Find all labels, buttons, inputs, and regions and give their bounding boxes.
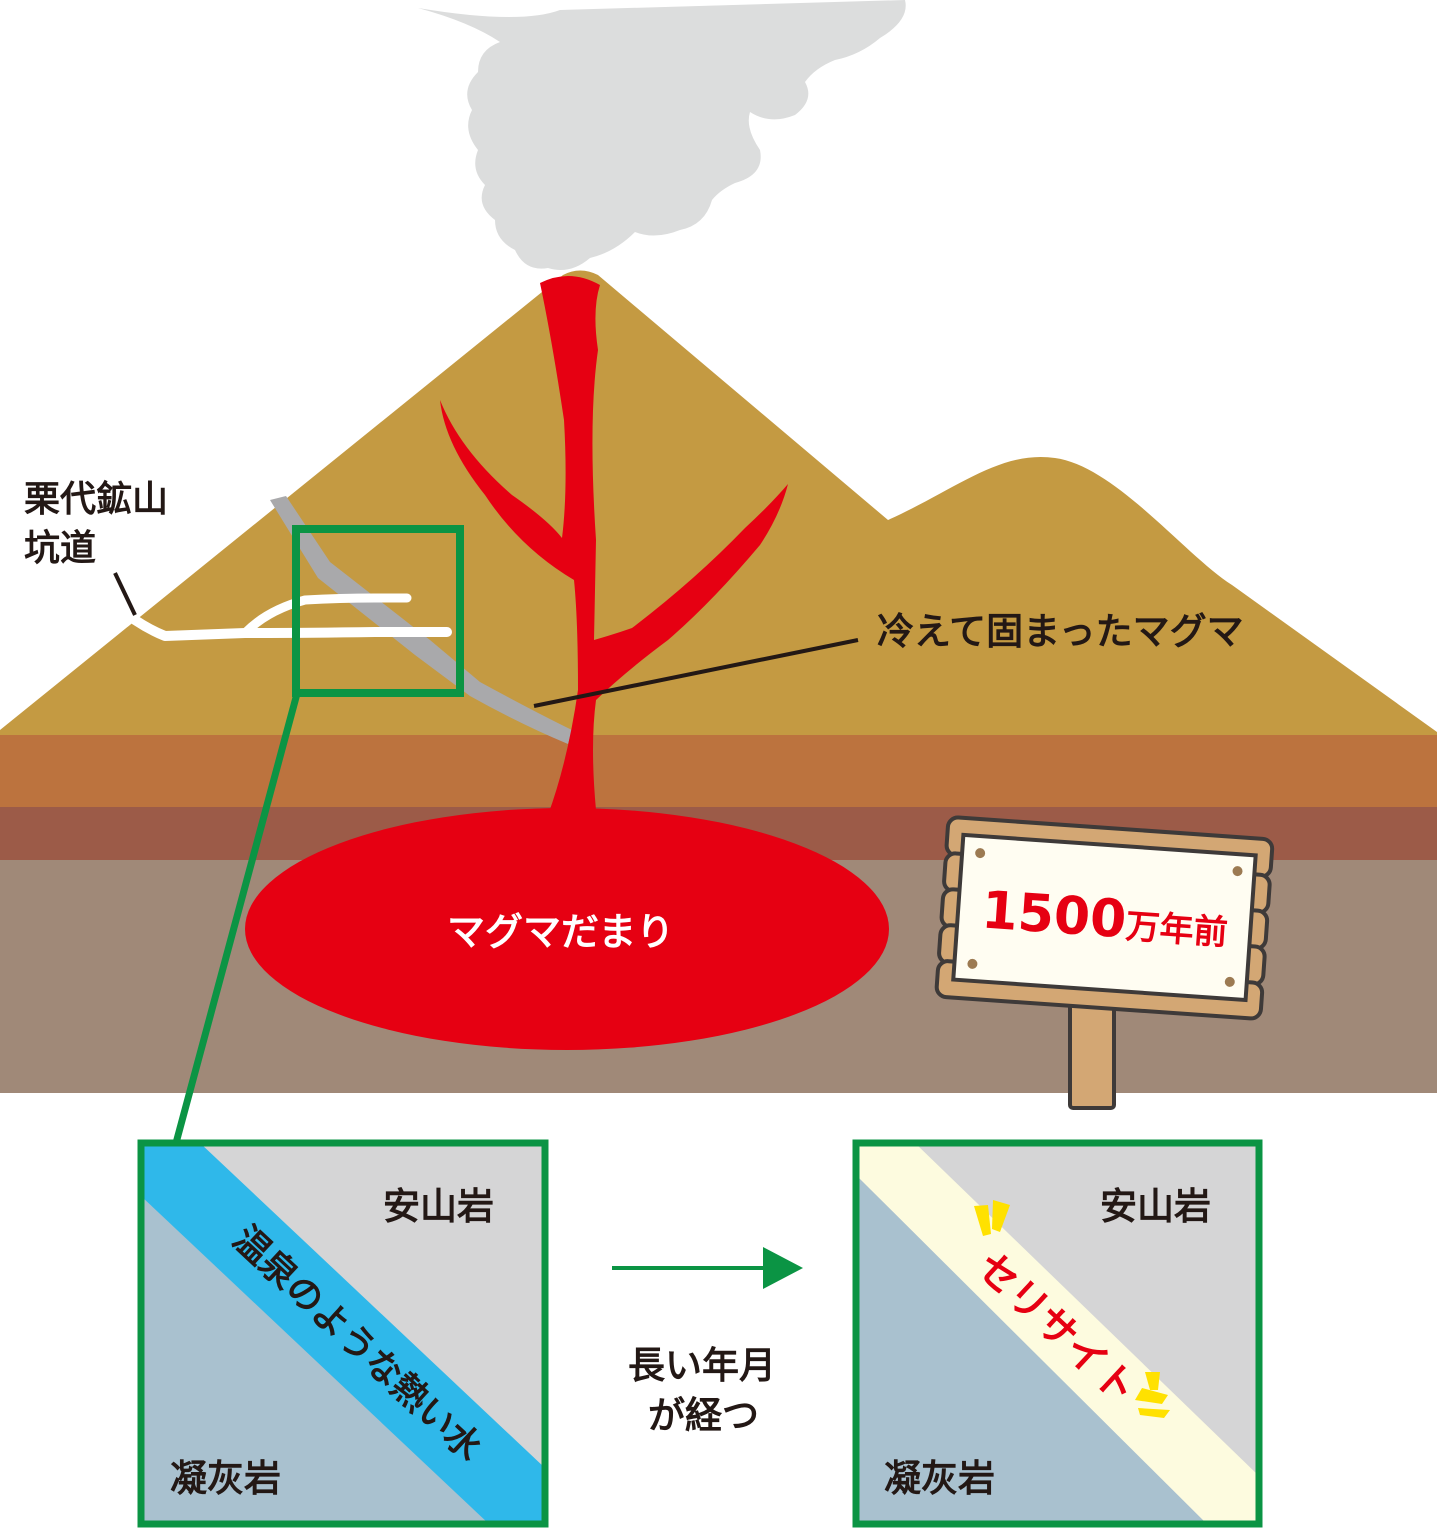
svg-text:1500万年前: 1500万年前: [980, 880, 1230, 957]
sign-number: 1500: [980, 880, 1129, 950]
tuff-label-before: 凝灰岩: [170, 1457, 281, 1500]
mine-tunnel-label: 坑道: [24, 528, 97, 569]
mine-tunnel: [130, 593, 452, 641]
magma-chamber: [245, 808, 889, 1050]
hot-water-vein: [141, 1143, 545, 1524]
sign-unit: 万年前: [1124, 907, 1229, 954]
mine-name-label: 栗代鉱山: [24, 479, 169, 520]
andesite-label-before: 安山岩: [383, 1185, 494, 1228]
panel-before: 温泉のような熱い水: [137, 1139, 549, 1528]
sign-frame: 1500万年前: [934, 815, 1275, 1021]
andesite-label-after: 安山岩: [1100, 1185, 1211, 1228]
volcanic-smoke: [418, 0, 906, 271]
elapsed-time-line2: が経つ: [648, 1394, 759, 1437]
age-sign: 1500万年前: [934, 815, 1275, 1110]
time-arrow-icon: [612, 1247, 803, 1289]
cooled-magma-leader-line: [533, 638, 859, 708]
sparkle-icon: [974, 1200, 1170, 1418]
magma-chamber-label: マグマだまり: [447, 910, 675, 954]
panel-before-frame: [137, 1139, 549, 1528]
cooled-magma-label: 冷えて固まったマグマ: [877, 610, 1244, 653]
panel-after: セリサイト: [852, 1139, 1263, 1528]
mountain: [0, 270, 1437, 735]
cooled-magma-dike: [270, 496, 572, 744]
tuff-label-after: 凝灰岩: [884, 1457, 995, 1500]
zoom-box: [292, 525, 464, 697]
panel-after-frame: [852, 1139, 1263, 1528]
elapsed-time-line1: 長い年月: [628, 1344, 776, 1387]
ground-layer-upper: [0, 733, 1437, 807]
zoom-connector-line: [172, 689, 302, 1144]
sericite-vein: [856, 1143, 1259, 1524]
mine-leader-line: [113, 572, 137, 616]
